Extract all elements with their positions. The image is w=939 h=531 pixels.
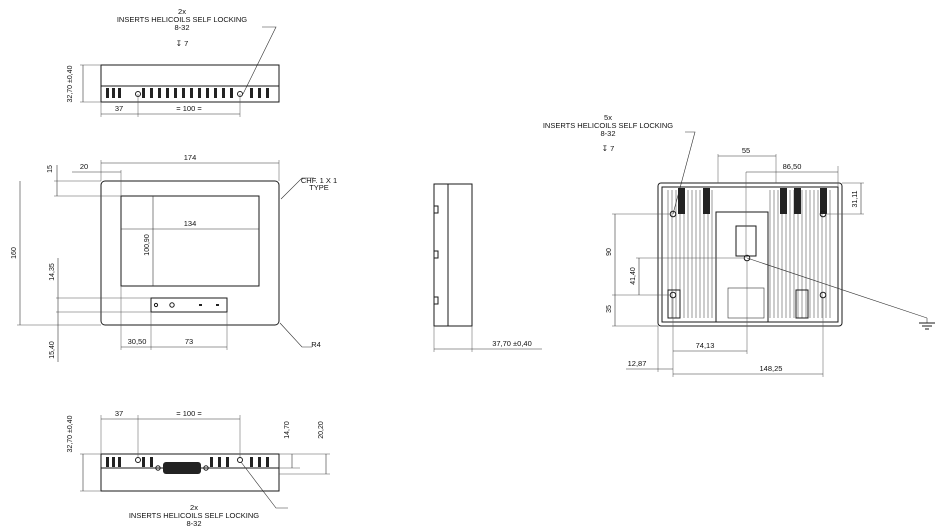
bottom-view: 37 = 100 = 32,70 ±0,40 14,70 20,20 2x IN… — [67, 409, 330, 528]
back-note-thread: 8-32 — [600, 129, 615, 138]
bottom-dim-height: 32,70 ±0,40 — [67, 415, 74, 452]
front-dim-bottom: 15,40 — [49, 341, 56, 359]
front-view: 174 20 15 160 134 100,90 14,35 15,40 30,… — [11, 153, 337, 362]
back-insert-4 — [669, 291, 677, 299]
front-dim-connector-offset: 30,50 — [128, 337, 147, 346]
back-insert-2 — [819, 210, 827, 218]
back-dim-12-87: 12,87 — [628, 359, 647, 368]
front-view-screen — [120, 195, 260, 287]
bottom-view-fins — [106, 457, 269, 467]
bottom-note-thread: 8-32 — [186, 519, 201, 528]
back-note-qty: 5x — [604, 113, 612, 122]
bottom-note-leader — [240, 461, 288, 509]
back-view-body — [657, 182, 843, 327]
back-insert-3 — [743, 254, 751, 262]
bottom-note-text: INSERTS HELICOILS SELF LOCKING — [129, 511, 259, 520]
bottom-dim-20-20: 20,20 — [318, 421, 325, 439]
bottom-dim-14-70: 14,70 — [284, 421, 291, 439]
front-view-connector — [150, 297, 228, 313]
back-dim-74-13: 74,13 — [696, 341, 715, 350]
back-view: 5x INSERTS HELICOILS SELF LOCKING 8-32 ↧… — [543, 113, 935, 377]
back-dim-86-50: 86,50 — [783, 162, 802, 171]
front-dim-height: 160 — [11, 247, 18, 259]
ground-icon — [919, 322, 935, 330]
bottom-note-qty: 2x — [190, 503, 198, 512]
bottom-insert-right — [237, 457, 243, 463]
back-dim-35: 35 — [606, 305, 613, 313]
back-note-depth: ↧ 7 — [602, 144, 615, 153]
top-note-leader — [242, 26, 277, 95]
top-note-qty: 2x — [178, 7, 186, 16]
back-insert-1 — [669, 210, 677, 218]
top-dim-offset: 37 — [115, 104, 123, 113]
front-dim-left-margin: 20 — [80, 162, 88, 171]
back-dim-148-25: 148,25 — [760, 364, 783, 373]
bottom-insert-left — [135, 457, 141, 463]
bottom-view-body — [100, 453, 280, 492]
back-note-text: INSERTS HELICOILS SELF LOCKING — [543, 121, 673, 130]
top-dim-height: 32,70 ±0,40 — [67, 65, 74, 102]
top-view: 2x INSERTS HELICOILS SELF LOCKING 8-32 ↧… — [67, 7, 280, 117]
top-note-depth: ↧ 7 — [176, 39, 189, 48]
back-dim-31-11: 31,11 — [852, 190, 859, 207]
chamfer-note-line1: CHF. 1 X 1 — [301, 176, 337, 185]
back-dim-55: 55 — [742, 146, 750, 155]
back-insert-5 — [819, 291, 827, 299]
front-dim-screen-height: 100,90 — [144, 234, 151, 256]
top-dim-spacing: = 100 = — [176, 104, 202, 113]
radius-label: R4 — [311, 340, 321, 349]
chamfer-note-line2: TYPE — [309, 183, 329, 192]
back-dim-41-40: 41,40 — [630, 267, 637, 285]
radius-leader — [279, 322, 312, 348]
top-view-body — [100, 64, 280, 103]
top-note-thread: 8-32 — [174, 23, 189, 32]
back-dim-90: 90 — [606, 248, 613, 256]
top-view-fins — [106, 88, 269, 98]
front-dim-connector-width: 73 — [185, 337, 193, 346]
front-view-bezel — [100, 180, 280, 326]
side-view-body — [433, 183, 473, 327]
chamfer-leader — [280, 177, 314, 200]
bottom-dim-offset: 37 — [115, 409, 123, 418]
front-dim-top: 15 — [47, 165, 54, 173]
side-dim-depth: 37,70 ±0,40 — [492, 339, 532, 348]
bottom-dim-spacing: = 100 = — [176, 409, 202, 418]
top-note-text: INSERTS HELICOILS SELF LOCKING — [117, 15, 247, 24]
back-view-center-panel — [715, 211, 769, 323]
front-dim-connector-height: 14,35 — [49, 263, 56, 281]
side-view: 37,70 ±0,40 — [433, 183, 542, 352]
front-dim-width: 174 — [184, 153, 197, 162]
front-dim-screen-width: 134 — [184, 219, 197, 228]
bottom-view-db-connector — [163, 462, 201, 474]
